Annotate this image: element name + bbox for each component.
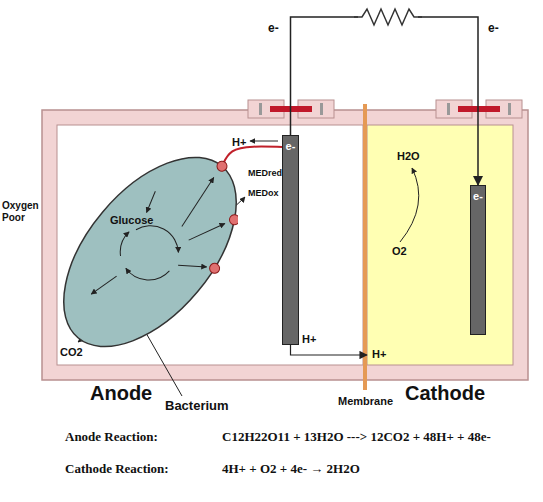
proton-flow-arrow: [291, 345, 368, 355]
chamber-heading: Cathode: [405, 382, 485, 405]
proton-arrow: [250, 141, 278, 142]
chamber-heading: Anode: [90, 382, 152, 405]
reaction-title: Cathode Reaction:: [65, 462, 169, 477]
mediator-label: MEDred: [248, 168, 282, 178]
cathode-chamber: e-CathodeH2OO2: [367, 125, 513, 365]
anode-electrode: e-: [282, 135, 299, 345]
terminal-pin: [508, 103, 511, 115]
cathode-chamber-fill: [367, 125, 513, 365]
metabolic-arrow: [113, 232, 135, 256]
electron-label: e-: [471, 190, 485, 203]
product-label: H2O: [397, 150, 420, 163]
reaction-equation: C12H22O11 + 13H2O ---> 12CO2 + 48H+ + 48…: [222, 430, 491, 445]
condition-note: Oxygen Poor: [2, 200, 40, 223]
electron-transfer-wire: [222, 147, 282, 167]
mediator-label: MEDox: [248, 188, 279, 198]
reaction-equation: 4H+ + O2 + 4e- → 2H2O: [222, 462, 360, 477]
electron-label: e-: [283, 140, 298, 153]
terminal-seal: [458, 106, 500, 112]
electron-label: e-: [488, 22, 499, 36]
reactant-label: O2: [392, 245, 407, 258]
edge-label: e-: [268, 22, 279, 36]
metabolic-arrow: [91, 271, 116, 299]
transfer-site: [215, 159, 229, 173]
transfer-site: [208, 261, 222, 275]
membrane-strip: [363, 104, 367, 390]
metabolic-arrow: [125, 248, 169, 291]
terminal-pin: [447, 103, 450, 115]
co2-label: CO2: [60, 346, 83, 359]
proton-label: H+: [232, 136, 246, 149]
cathode-electrode: e-: [470, 185, 486, 335]
terminal-pin: [259, 103, 262, 115]
proton-label: H+: [302, 333, 316, 346]
part-name: Bacterium: [165, 399, 229, 414]
metabolic-arrow: [189, 213, 225, 252]
edge-label: H+: [372, 348, 386, 361]
transfer-site: [227, 213, 238, 227]
metabolic-arrow: [176, 178, 219, 227]
resistor-symbol: [354, 9, 422, 25]
reaction-title: Anode Reaction:: [65, 430, 158, 445]
bacterium-outline: [62, 155, 238, 349]
metabolic-arrow: [141, 191, 161, 212]
bacterium-body: [62, 155, 238, 349]
bacterium-cell: Glucose: [62, 155, 238, 349]
cell-label: Glucose: [110, 214, 153, 227]
cathode-terminal: [436, 100, 522, 118]
part-name: Membrane: [338, 395, 393, 408]
oxygen-arrow: [400, 168, 419, 242]
external-circuit-wire: [291, 17, 479, 185]
anode-chamber: Glucosee-Anode: [57, 125, 363, 365]
terminal-pin: [320, 103, 323, 115]
metabolic-arrow: [178, 252, 207, 280]
